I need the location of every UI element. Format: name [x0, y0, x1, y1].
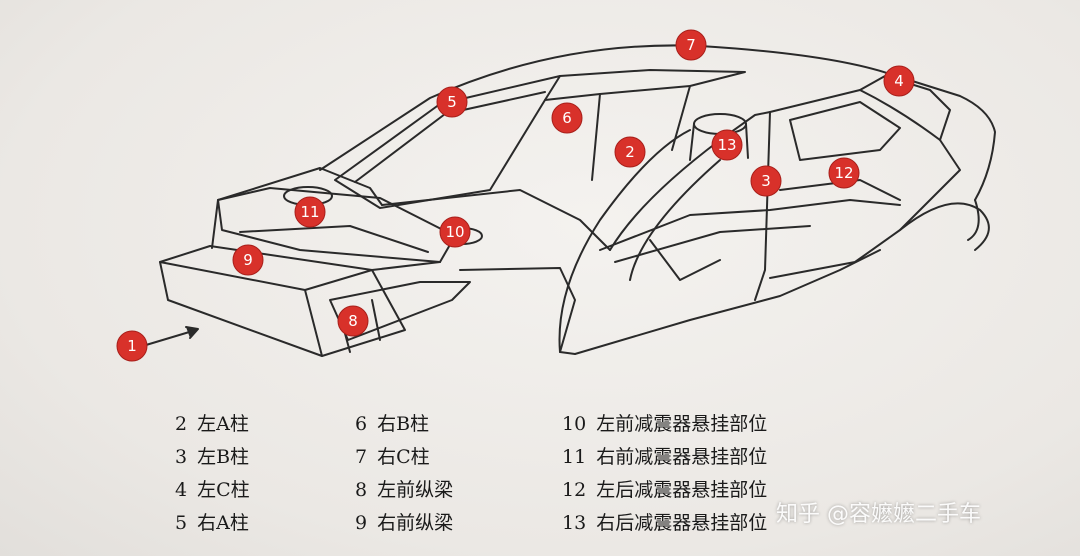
- legend-number: 11: [562, 446, 587, 468]
- b-pillar: [609, 111, 771, 301]
- roof-outline: [319, 44, 996, 201]
- marker-11: 11: [294, 196, 326, 228]
- marker-5-label: 5: [447, 93, 457, 111]
- legend-column-pillars-left: 2 左A柱 3 左B柱 4 左C柱 5 右A柱: [175, 408, 250, 540]
- marker-12-label: 12: [834, 164, 853, 182]
- marker-12: 12: [828, 157, 860, 189]
- marker-4: 4: [883, 65, 915, 97]
- legend-number: 3: [175, 446, 188, 468]
- marker-6-label: 6: [562, 109, 572, 127]
- marker-1: 1: [116, 330, 148, 362]
- legend-item: 7 右C柱: [355, 441, 453, 474]
- legend-number: 7: [355, 446, 368, 468]
- a-pillar: [381, 189, 611, 251]
- marker-10-label: 10: [445, 223, 464, 241]
- legend-item: 12 左后减震器悬挂部位: [562, 474, 767, 507]
- legend-label: 右前减震器悬挂部位: [596, 446, 768, 468]
- marker-8-label: 8: [348, 312, 358, 330]
- marker-11-label: 11: [300, 203, 319, 221]
- watermark: 知乎 @容嬷嬷二手车: [776, 502, 981, 527]
- marker-3: 3: [750, 165, 782, 197]
- marker-4-label: 4: [894, 72, 904, 90]
- marker-9: 9: [232, 244, 264, 276]
- legend-item: 5 右A柱: [175, 507, 250, 540]
- legend: 2 左A柱 3 左B柱 4 左C柱 5 右A柱 6 右B柱 7 右C柱 8 左前纵梁 9 右前纵…: [0, 408, 1080, 548]
- legend-label: 右后减震器悬挂部位: [596, 512, 768, 534]
- legend-item: 11 右前减震器悬挂部位: [562, 441, 767, 474]
- marker-1-label: 1: [127, 337, 137, 355]
- marker-10: 10: [439, 216, 471, 248]
- legend-item: 3 左B柱: [175, 441, 250, 474]
- marker-7: 7: [675, 29, 707, 61]
- marker-5: 5: [436, 86, 468, 118]
- marker-2: 2: [614, 136, 646, 168]
- marker-13-label: 13: [717, 136, 736, 154]
- legend-label: 右C柱: [377, 446, 430, 468]
- legend-item: 4 左C柱: [175, 474, 250, 507]
- marker-13: 13: [711, 129, 743, 161]
- legend-label: 左后减震器悬挂部位: [596, 479, 768, 501]
- legend-column-shock-mounts: 10 左前减震器悬挂部位 11 右前减震器悬挂部位 12 左后减震器悬挂部位 13 右后…: [562, 408, 767, 540]
- marker-9-label: 9: [243, 251, 253, 269]
- legend-label: 左B柱: [197, 446, 250, 468]
- marker-7-label: 7: [686, 36, 696, 54]
- c-pillar: [859, 75, 951, 141]
- marker-8: 8: [337, 305, 369, 337]
- legend-label: 右A柱: [197, 512, 249, 534]
- legend-number: 9: [355, 512, 368, 534]
- rear-door-opening: [769, 89, 961, 279]
- front-bumper-beam: [159, 261, 323, 357]
- legend-label: 左前纵梁: [377, 479, 454, 501]
- car-body-diagram: 1 2 3 4 5 6 7 8 9 10 11 12 13: [116, 29, 996, 362]
- legend-column-pillars-right: 6 右B柱 7 右C柱 8 左前纵梁 9 右前纵梁: [355, 408, 453, 540]
- legend-label: 右前纵梁: [377, 512, 454, 534]
- legend-item: 10 左前减震器悬挂部位: [562, 408, 767, 441]
- legend-item: 6 右B柱: [355, 408, 453, 441]
- legend-label: 左前减震器悬挂部位: [596, 413, 768, 435]
- floor-panel: [599, 199, 901, 251]
- legend-item: 13 右后减震器悬挂部位: [562, 507, 767, 540]
- legend-item: 8 左前纵梁: [355, 474, 453, 507]
- legend-label: 右B柱: [377, 413, 430, 435]
- legend-item: 9 右前纵梁: [355, 507, 453, 540]
- legend-label: 左C柱: [197, 479, 250, 501]
- legend-number: 8: [355, 479, 368, 501]
- legend-label: 左A柱: [197, 413, 249, 435]
- leader-arrow: [145, 329, 197, 346]
- marker-6: 6: [551, 102, 583, 134]
- legend-number: 5: [175, 512, 188, 534]
- legend-number: 6: [355, 413, 368, 435]
- rear-shock-tower: [693, 113, 747, 135]
- legend-number: 2: [175, 413, 188, 435]
- marker-2-label: 2: [625, 143, 635, 161]
- marker-3-label: 3: [761, 172, 771, 190]
- legend-number: 4: [175, 479, 188, 501]
- legend-number: 13: [562, 512, 587, 534]
- front-door-opening: [558, 129, 691, 353]
- legend-number: 10: [562, 413, 587, 435]
- legend-item: 2 左A柱: [175, 408, 250, 441]
- legend-number: 12: [562, 479, 587, 501]
